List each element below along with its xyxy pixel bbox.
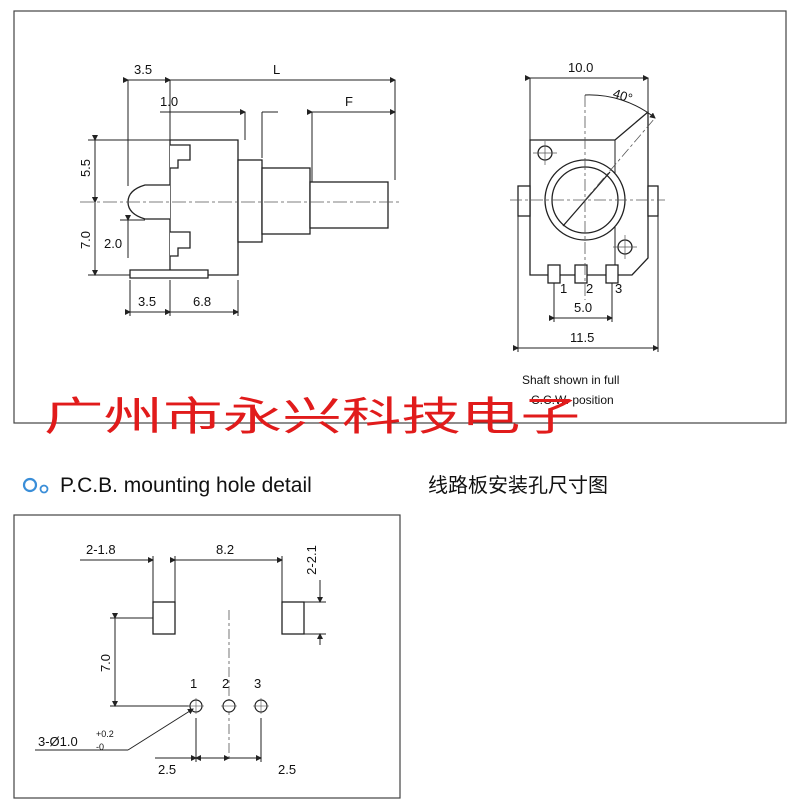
bullet-small-icon [39, 484, 49, 494]
dim-angle-40: 40° [611, 86, 634, 106]
pcb-pin-label-2: 2 [222, 676, 229, 691]
pcb-pin-label-1: 1 [190, 676, 197, 691]
dim-2-2-1: 2-2.1 [304, 545, 319, 575]
pcb-slot-right [281, 601, 305, 635]
pcb-drawing-frame [13, 514, 401, 799]
dim-7-0: 7.0 [78, 231, 93, 249]
pcb-pin [129, 269, 209, 279]
shaft-tip [309, 181, 389, 229]
section-header: P.C.B. mounting hole detail 线路板安装孔尺寸图 [22, 473, 608, 497]
upper-tab [170, 144, 191, 169]
pcb-view: 2-1.8 8.2 2-2.1 7.0 1 2 3 3-Ø1.0 +0.2 -0… [35, 542, 326, 777]
hole-tol-upper: +0.2 [96, 729, 114, 739]
hole-tol-lower: -0 [96, 742, 104, 752]
shaft-flat-line [562, 171, 611, 227]
dim-F: F [345, 94, 353, 109]
shaft-note-line1: Shaft shown in full [522, 373, 619, 387]
pin-label-1: 1 [560, 281, 567, 296]
hole-spec: 3-Ø1.0 [38, 734, 78, 749]
side-view: 3.5 L 1.0 F 5.5 7.0 2.0 3.5 6.8 [78, 62, 400, 316]
shaft-note-line2: C.C.W. position [531, 393, 614, 407]
lower-tab [170, 231, 191, 257]
dim-6-8: 6.8 [193, 294, 211, 309]
dim-3-5-top: 3.5 [134, 62, 152, 77]
dim-2-0: 2.0 [104, 236, 122, 251]
bushing [237, 159, 263, 243]
dim-2-5-right: 2.5 [278, 762, 296, 777]
top-drawing-frame [13, 10, 787, 424]
dim-pcb-7-0: 7.0 [98, 654, 113, 672]
left-ear [517, 185, 531, 217]
shaft [261, 167, 311, 235]
section-title: P.C.B. mounting hole detail [60, 474, 312, 497]
dim-8-2: 8.2 [216, 542, 234, 557]
dim-5-0: 5.0 [574, 300, 592, 315]
right-ear [647, 185, 659, 217]
company-watermark: 广州市永兴科技电子 [44, 394, 580, 440]
dim-2-5-left: 2.5 [158, 762, 176, 777]
front-view: 10.0 40° 1 2 3 5.0 11.5 Shaft shown in f… [510, 60, 665, 407]
bullet-icon [22, 477, 38, 493]
dim-2-1-8: 2-1.8 [86, 542, 116, 557]
pin-label-2: 2 [586, 281, 593, 296]
pin-label-3: 3 [615, 281, 622, 296]
dim-11-5: 11.5 [570, 330, 594, 345]
dim-5-5: 5.5 [78, 159, 93, 177]
front-pin-2 [574, 264, 588, 284]
dim-1-0: 1.0 [160, 94, 178, 109]
pcb-pin-label-3: 3 [254, 676, 261, 691]
dim-10-0: 10.0 [568, 60, 593, 75]
pcb-slot-left [152, 601, 176, 635]
dim-3-5-bottom: 3.5 [138, 294, 156, 309]
section-title-cn: 线路板安装孔尺寸图 [428, 473, 608, 497]
dim-L: L [273, 62, 280, 77]
front-pin-1 [547, 264, 561, 284]
